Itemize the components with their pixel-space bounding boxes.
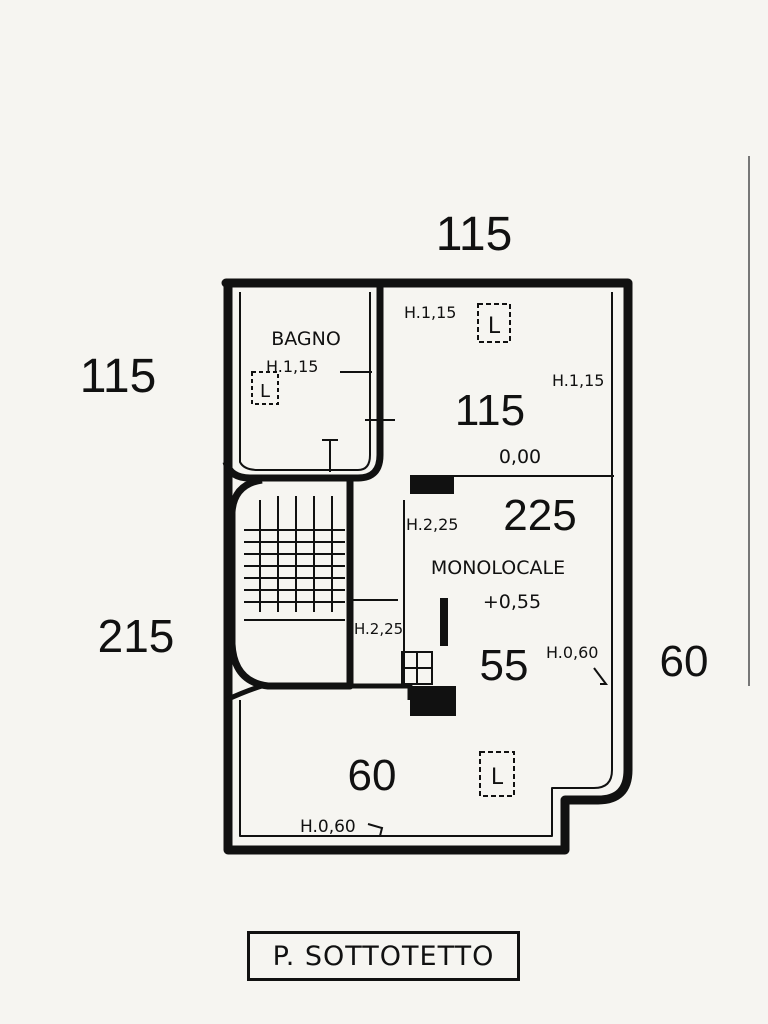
stair-steps [244,496,398,621]
height-room-115: 115 [455,386,525,435]
l-marker-top: L [477,303,511,343]
label-monolocale: MONOLOCALE [431,557,565,579]
label-h225-b: H.2,25 [354,620,403,638]
bagno-inner-line [239,292,371,471]
height-stair-215: 215 [98,610,175,662]
svg-text:L: L [491,765,504,790]
height-room-225: 225 [503,491,576,540]
label-zero: 0,00 [499,446,541,468]
height-top-outside: 115 [436,208,513,261]
label-h060-bottom: H.0,60 [300,817,356,837]
l-marker-bottom: L [479,751,515,797]
svg-text:L: L [488,314,501,339]
label-h060-right: H.0,60 [546,643,598,662]
label-h225-a: H.2,25 [406,515,458,534]
fixture-marks [322,371,433,685]
arrow-right-h060 [593,667,608,685]
label-level: +0,55 [483,591,541,613]
label-top-h: H.1,15 [404,303,456,322]
label-right-h: H.1,15 [552,371,604,390]
pillar-mid [440,598,448,646]
height-right-outside: 60 [660,637,709,686]
label-bagno-h: H.1,15 [266,357,318,376]
height-left-outside: 115 [80,350,157,403]
label-bagno: BAGNO [271,328,341,350]
pillar-top [410,476,454,494]
height-room-55: 55 [480,641,529,690]
floor-title-box: P. SOTTOTETTO [247,931,520,981]
outer-wall [221,278,633,855]
pillar-bottom [410,686,456,716]
right-inner-line [239,292,613,837]
height-bottom-60: 60 [348,751,397,800]
bagno-wall [222,283,384,482]
svg-text:L: L [260,381,270,402]
arrow-bottom-h060 [367,823,384,837]
l-marker-bagno: L [251,371,279,405]
scan-edge-line [748,156,750,686]
floor-title: P. SOTTOTETTO [272,940,495,972]
